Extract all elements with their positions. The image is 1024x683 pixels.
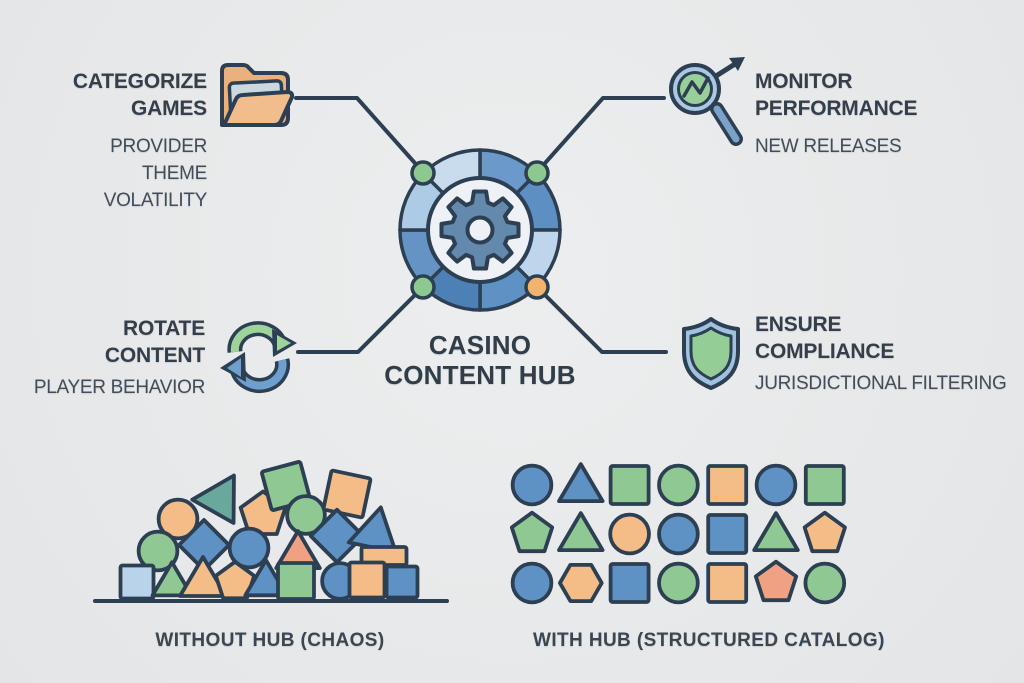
spoke-subtitle-line: VOLATILITY	[103, 190, 208, 211]
square-shape	[118, 563, 156, 601]
cycle-arrows-icon	[220, 321, 297, 394]
square-shape	[384, 564, 420, 600]
square-shape	[706, 562, 749, 604]
square-shape	[803, 464, 846, 506]
hub-node	[524, 160, 550, 186]
circle-shape	[510, 561, 554, 605]
circle-shape	[657, 463, 700, 507]
circle-shape	[136, 529, 180, 573]
square-shape	[347, 560, 387, 600]
catalog-grid	[509, 462, 847, 605]
circle-shape	[227, 526, 271, 570]
spoke-monitor-performance: MONITOR PERFORMANCE NEW RELEASES	[755, 68, 918, 160]
folder-icon	[220, 63, 295, 127]
chaos-shapes	[118, 460, 420, 601]
spoke-title-line: CONTENT	[104, 344, 205, 367]
spoke-categorize-games: CATEGORIZE GAMES PROVIDER THEME VOLATILI…	[73, 68, 207, 214]
pentagon-shape	[753, 559, 799, 603]
spoke-title-line: MONITOR	[755, 70, 853, 93]
hub-title: CASINO CONTENT HUB	[330, 330, 630, 390]
gear-icon	[439, 189, 521, 271]
magnifier-chart-icon	[669, 57, 745, 146]
hub-node	[410, 274, 436, 300]
chaos-pile	[93, 460, 449, 603]
cycle-top-head	[277, 335, 291, 351]
circle-shape	[754, 463, 798, 507]
square-shape	[706, 464, 749, 506]
circle-shape	[657, 561, 700, 605]
triangle-shape	[557, 462, 605, 504]
circle-shape	[803, 561, 847, 605]
circle-shape	[657, 512, 700, 556]
pentagon-shape	[213, 559, 257, 601]
hexagon-shape	[557, 562, 604, 604]
hub-node	[524, 274, 550, 300]
spoke-ensure-compliance: ENSURE COMPLIANCE JURISDICTIONAL FILTERI…	[755, 311, 1007, 397]
connector-lines	[294, 96, 668, 354]
connector-bottom-right	[536, 286, 668, 354]
spoke-subtitle-line: THEME	[141, 163, 207, 184]
spoke-title-line: COMPLIANCE	[755, 340, 895, 363]
folder-front	[222, 90, 295, 127]
hub-nodes	[410, 160, 550, 300]
hub-title-line: CONTENT HUB	[384, 360, 576, 390]
caption-without-hub: WITHOUT HUB (CHAOS)	[155, 630, 385, 651]
spoke-rotate-content: ROTATE CONTENT PLAYER BEHAVIOR	[34, 315, 205, 401]
spoke-title-line: ENSURE	[755, 313, 842, 336]
caption-with-hub: WITH HUB (STRUCTURED CATALOG)	[533, 630, 885, 651]
spoke-title-line: CATEGORIZE	[72, 70, 207, 93]
triangle-shape	[150, 560, 194, 598]
square-shape	[706, 513, 749, 555]
trend-line	[682, 76, 710, 98]
connector-top-right	[536, 96, 666, 173]
square-shape	[608, 464, 651, 506]
pentagon-shape	[802, 510, 847, 554]
hub-title-line: CASINO	[428, 330, 532, 360]
spoke-title-line: GAMES	[130, 97, 207, 120]
triangle-shape	[557, 511, 605, 553]
gear-hole	[465, 215, 495, 245]
cycle-bottom-head	[227, 358, 241, 377]
circle-shape	[510, 463, 554, 507]
spoke-subtitle-line: JURISDICTIONAL FILTERING	[755, 373, 1007, 394]
pentagon-shape	[509, 510, 555, 554]
hub-node	[410, 160, 436, 186]
square-shape	[276, 561, 316, 601]
spoke-subtitle-line: PLAYER BEHAVIOR	[33, 377, 205, 398]
shield-inner	[689, 326, 733, 381]
spoke-subtitle-line: NEW RELEASES	[755, 136, 902, 157]
circle-shape	[285, 494, 327, 536]
magnifier-handle	[713, 105, 740, 143]
circle-shape	[608, 512, 651, 556]
triangle-shape	[752, 511, 800, 553]
circle-shape	[156, 497, 200, 541]
square-shape	[608, 562, 651, 604]
shield-icon	[682, 317, 740, 390]
content-hub-wheel	[398, 148, 562, 312]
triangle-shape	[190, 473, 236, 525]
spoke-title-line: PERFORMANCE	[755, 97, 918, 120]
connector-top-left	[294, 96, 424, 173]
connector-bottom-left	[296, 286, 424, 354]
square-shape	[321, 468, 373, 520]
spoke-title-line: ROTATE	[122, 317, 205, 340]
spoke-subtitle-line: PROVIDER	[110, 136, 207, 157]
